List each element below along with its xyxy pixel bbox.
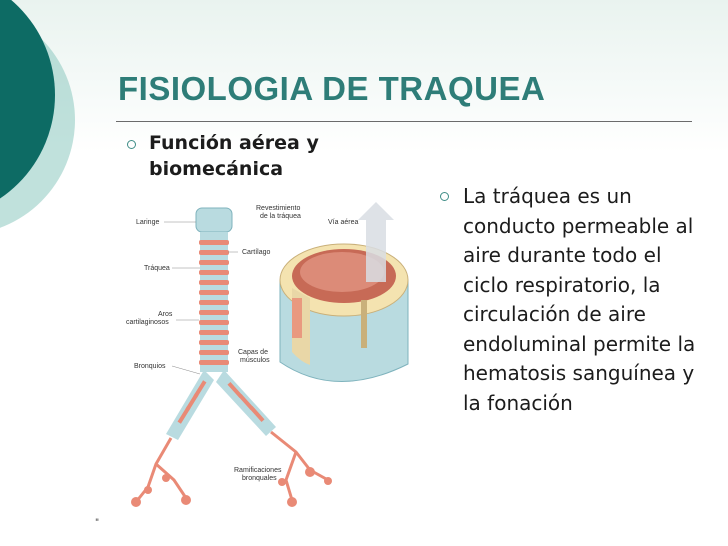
bullet-funcion-aerea: Función aérea y biomecánica xyxy=(149,132,319,180)
label-via-aerea: Vía aérea xyxy=(328,219,358,226)
bronchial-branches xyxy=(134,430,329,503)
label-traquea: Tráquea xyxy=(144,265,170,272)
label-capas-2: músculos xyxy=(240,357,270,364)
label-ramificaciones-1: Ramificaciones xyxy=(234,467,282,474)
label-cartilago: Cartílago xyxy=(242,249,271,256)
label-laringe: Laringe xyxy=(136,219,159,226)
slide-title: FISIOLOGIA DE TRAQUEA xyxy=(118,70,546,107)
bullet-circle-icon xyxy=(127,140,136,149)
title-divider xyxy=(116,121,692,122)
bullet-traquea-description: La tráquea es un conducto permeable al a… xyxy=(463,184,696,415)
label-aros-2: cartilaginosos xyxy=(126,319,169,326)
deco-dark-circle xyxy=(0,0,55,199)
label-revestimiento-1: Revestimiento xyxy=(256,205,300,212)
label-revestimiento-2: de la tráquea xyxy=(260,213,301,220)
corner-mark: " xyxy=(95,518,100,528)
bullet-circle-icon xyxy=(440,192,449,201)
label-ramificaciones-2: bronquales xyxy=(242,475,277,482)
cartilage-rings xyxy=(199,240,229,365)
label-aros-1: Aros xyxy=(158,311,173,318)
label-capas-1: Capas de xyxy=(238,349,268,356)
trachea-diagram: Laringe Revestimiento de la tráquea Vía … xyxy=(126,202,409,507)
label-bronquios: Bronquios xyxy=(134,363,166,370)
trachea-cross-section xyxy=(279,202,409,382)
trachea-illustration: Laringe Revestimiento de la tráquea Vía … xyxy=(96,202,426,528)
